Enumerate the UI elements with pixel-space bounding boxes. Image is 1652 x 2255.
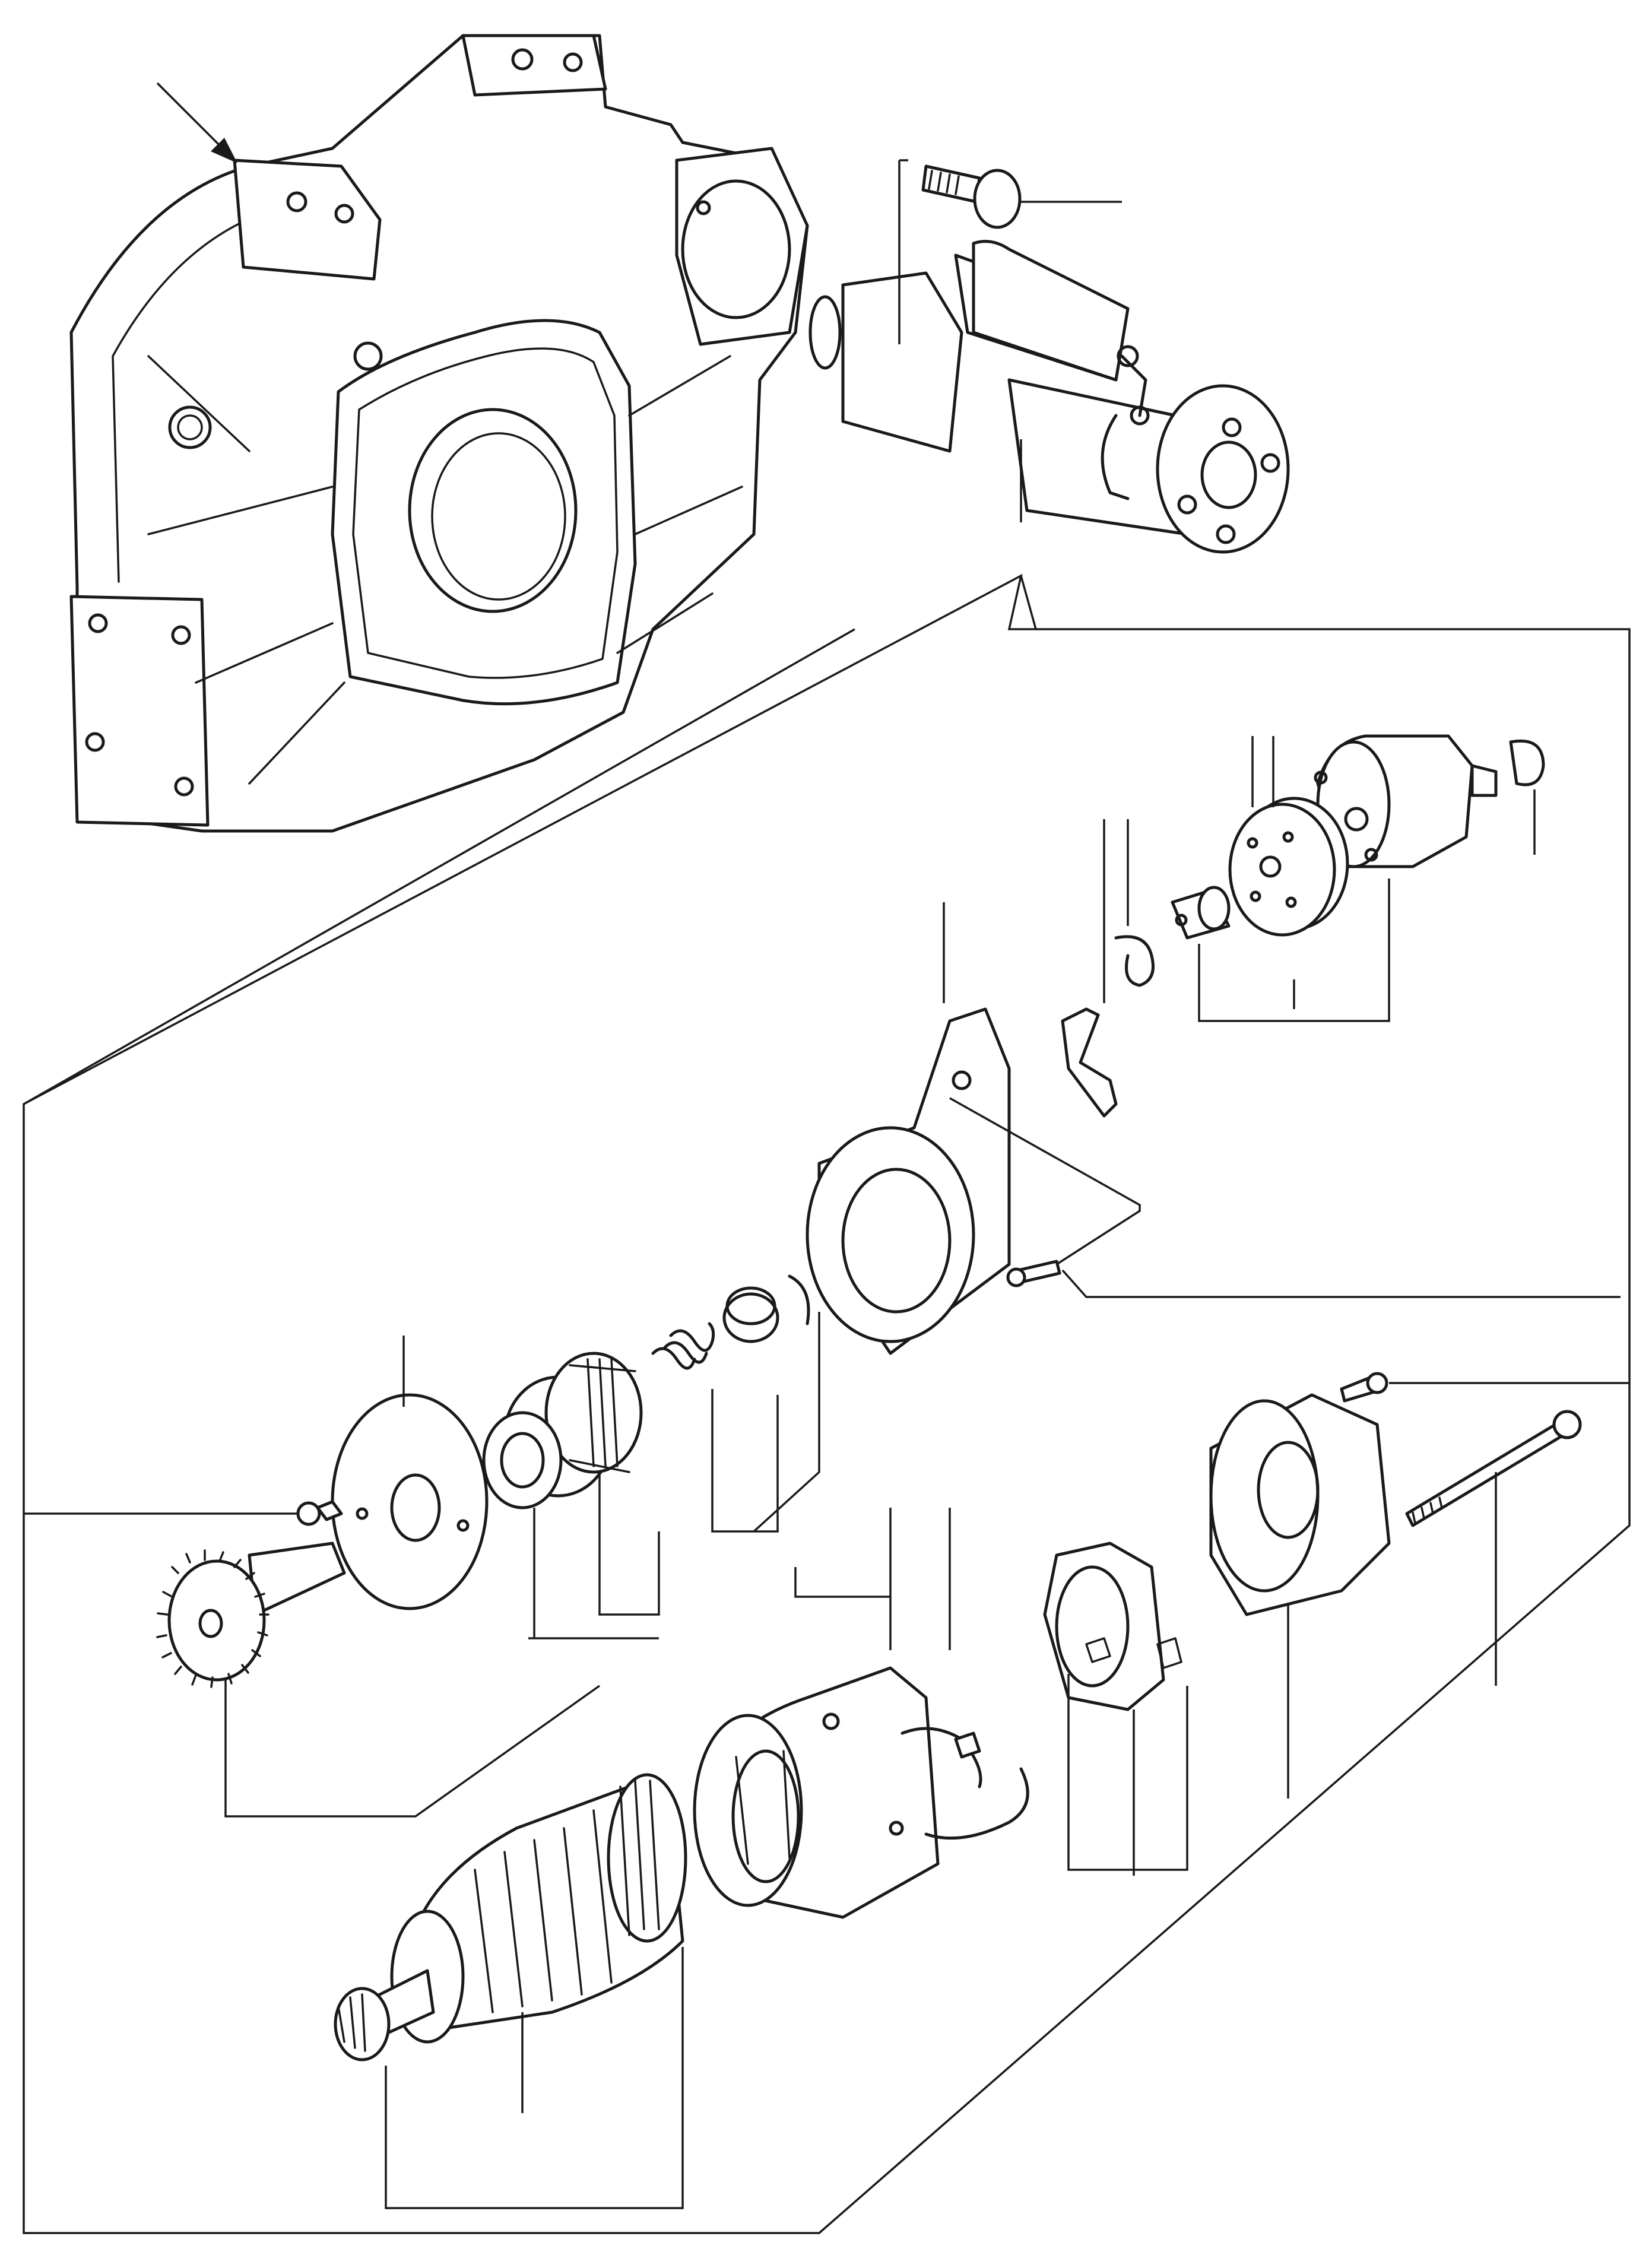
rear-end-cover bbox=[1209, 1393, 1391, 1799]
solenoid-plate bbox=[1228, 736, 1349, 937]
bearing-plate-screw bbox=[24, 1500, 343, 1526]
pointer-arrow bbox=[156, 82, 237, 163]
pinion-gear bbox=[156, 1542, 601, 1818]
flywheel-housing bbox=[69, 34, 809, 833]
yoke-field-frame bbox=[693, 1508, 1029, 1919]
brush-holder bbox=[1043, 1542, 1188, 1876]
plunger bbox=[1171, 878, 1390, 1022]
shift-lever bbox=[1061, 819, 1155, 1118]
housing-screw bbox=[1006, 1260, 1621, 1298]
pinion-stop-parts bbox=[651, 1274, 820, 1533]
drive-end-housing bbox=[806, 902, 1141, 1355]
solenoid-switch bbox=[1314, 734, 1545, 868]
center-bearing-plate bbox=[331, 1336, 489, 1610]
starter-motor-assembly bbox=[808, 159, 1290, 554]
through-bolt bbox=[1340, 1372, 1629, 1686]
overrunning-clutch bbox=[482, 1352, 660, 1639]
armature bbox=[334, 1773, 687, 2209]
exploded-view-frame bbox=[23, 573, 1631, 2234]
